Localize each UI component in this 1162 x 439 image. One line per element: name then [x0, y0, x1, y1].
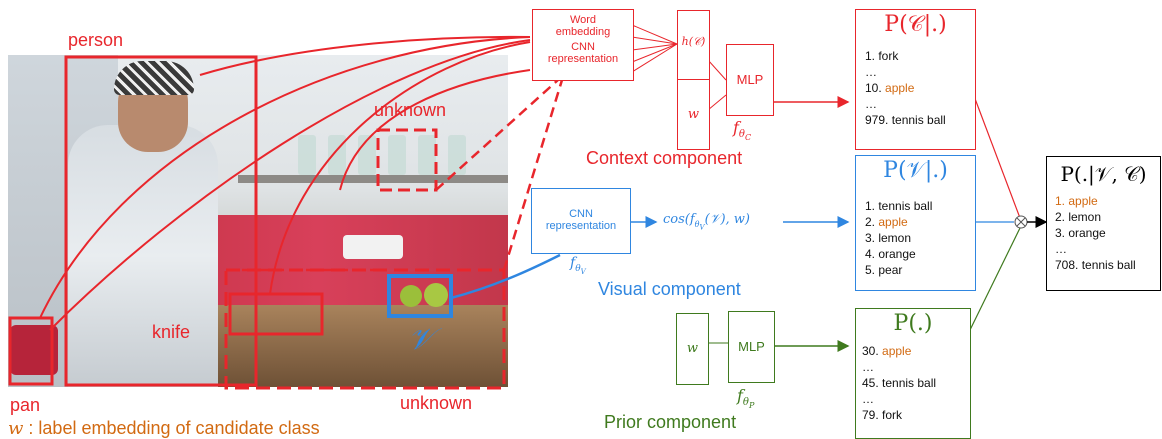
ranking-item: 708. tennis ball — [1055, 258, 1136, 272]
context-dash-1 — [435, 79, 559, 191]
context-embedding-box: Word embedding CNN representation — [532, 9, 634, 81]
context-dash-2 — [502, 79, 564, 271]
knife-bbox — [228, 292, 324, 336]
ranking-item: 1. apple — [1055, 194, 1098, 208]
ranking-item: 1. fork — [865, 49, 899, 63]
visual-curve — [450, 253, 561, 300]
context-output-title: P(𝒞|.) — [884, 12, 947, 37]
visual-output-title: P(𝒱|.) — [883, 158, 948, 183]
ranking-item: 3. lemon — [865, 231, 912, 245]
final-output-title: P(.|𝒱, 𝒞) — [1060, 162, 1147, 186]
ranking-item: 2. apple — [865, 215, 908, 229]
ranking-item: 5. pear — [865, 263, 903, 277]
context-mlp-box: MLP — [726, 44, 774, 116]
ranking-item: 79. fork — [862, 408, 903, 422]
prior-w-label: w — [686, 341, 699, 356]
ranking-item: 10. apple — [865, 81, 915, 95]
prior-output-title: P(.) — [893, 311, 933, 336]
context-cnn-label: CNN representation — [547, 41, 619, 65]
context-curve-knife — [269, 41, 531, 295]
pan-bbox — [8, 316, 54, 386]
visual-component-title: Visual component — [598, 279, 741, 299]
context-ranking-list: 1. fork … 10. apple … 979. tennis ball — [865, 48, 975, 128]
ranking-item: … — [862, 392, 874, 406]
kitchen-photo — [8, 55, 508, 387]
ranking-item: 45. tennis ball — [862, 376, 937, 390]
context-w-label: w — [687, 107, 700, 122]
context-curve-person — [39, 36, 531, 319]
ranking-item: … — [862, 360, 874, 374]
context-curve-unknown — [339, 69, 531, 191]
cos-similarity-label: cos(fθV(𝒱), w) — [663, 212, 750, 232]
context-output-box: P(𝒞|.) 1. fork … 10. apple … 979. tennis bal… — [855, 9, 976, 150]
visual-ranking-list: 1. tennis ball 2. apple 3. lemon 4. orange 5… — [865, 198, 975, 278]
final-ranking-list: 1. apple 2. lemon 3. orange … 708. tennis ba… — [1055, 193, 1160, 273]
context-curve-pan — [49, 39, 531, 331]
visual-output-box: P(𝒱|.) 1. tennis ball 2. apple 3. lemon 4. … — [855, 155, 976, 291]
ranking-item: … — [865, 65, 877, 79]
unknown-bottom-bbox — [224, 268, 506, 390]
ranking-item: 1. tennis ball — [865, 199, 933, 213]
label-unknown-top: unknown — [374, 100, 447, 120]
context-curve-person2 — [199, 35, 531, 76]
final-output-box: P(.|𝒱, 𝒞) 1. apple 2. lemon 3. orange … 708.… — [1046, 156, 1161, 291]
prior-output-box: P(.) 30. apple … 45. tennis ball … 79. fork — [855, 308, 971, 439]
label-unknown-bottom: unknown — [400, 393, 473, 413]
label-visual-region: 𝒱 — [408, 322, 433, 357]
f-theta-v: fθV — [570, 255, 586, 276]
ranking-item: 2. lemon — [1055, 210, 1102, 224]
visual-cnn-label: CNN representation — [545, 208, 617, 232]
caption: w : label embedding of candidate class — [8, 418, 320, 439]
prior-component-title: Prior component — [604, 412, 737, 432]
ranking-item: 3. orange — [1055, 226, 1106, 240]
prior-ranking-list: 30. apple … 45. tennis ball … 79. fork — [862, 343, 970, 423]
label-knife: knife — [152, 322, 191, 342]
f-theta-c: fθC — [733, 118, 752, 143]
prior-input-box: w — [676, 313, 709, 385]
visual-cnn-box: CNN representation — [531, 188, 631, 254]
prior-mlp-box: MLP — [728, 311, 775, 383]
label-pan: pan — [10, 395, 41, 415]
ranking-item: 30. apple — [862, 344, 912, 358]
label-person: person — [68, 30, 124, 50]
ranking-item: 4. orange — [865, 247, 916, 261]
h-context-label: h(𝒞) — [681, 35, 706, 48]
ranking-item: … — [1055, 242, 1067, 256]
ranking-item: … — [865, 97, 877, 111]
context-input-stack: h(𝒞) w — [677, 10, 710, 150]
word-embedding-label: Word embedding — [555, 14, 611, 38]
context-component-title: Context component — [586, 148, 743, 168]
ranking-item: 979. tennis ball — [865, 113, 946, 127]
unknown-top-bbox — [376, 128, 438, 192]
visual-bbox — [387, 274, 453, 318]
person-bbox — [64, 55, 258, 387]
f-theta-p: fθP — [737, 386, 755, 411]
